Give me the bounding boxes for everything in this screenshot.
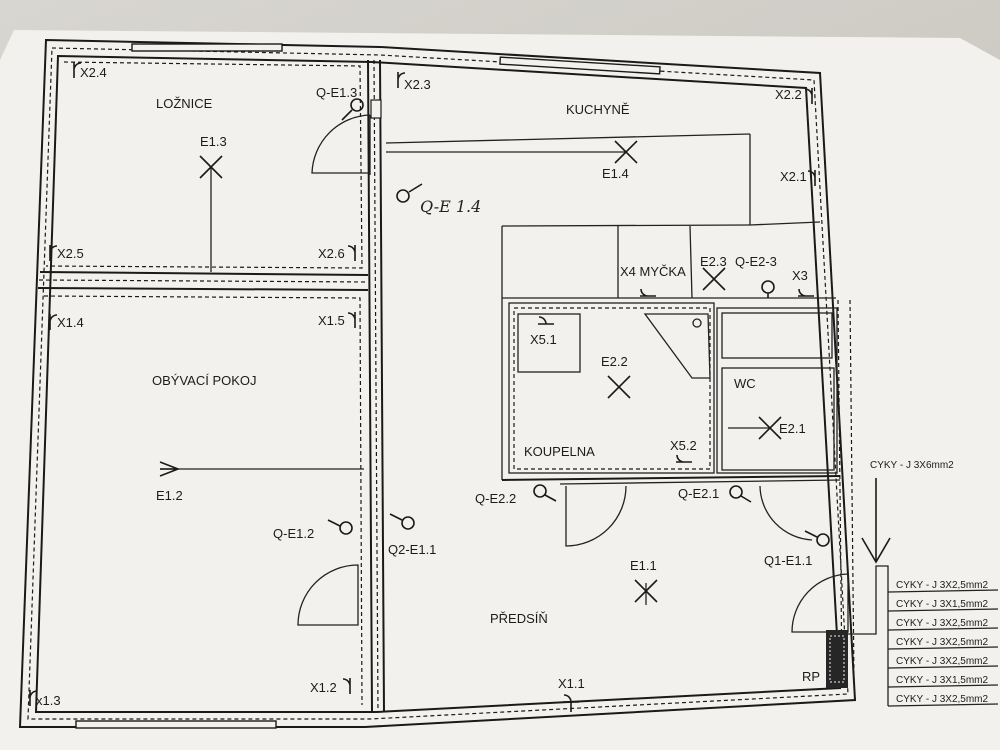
room-loznice: LOŽNICE	[156, 96, 213, 111]
socket-x52-label: X5.2	[670, 438, 697, 453]
socket-x24-icon	[73, 62, 82, 78]
cable-list: CYKY - J 3X2,5mm2 CYKY - J 3X1,5mm2 CYKY…	[896, 580, 989, 705]
windows	[75, 43, 661, 729]
socket-x11-label: X1.1	[558, 676, 585, 691]
socket-x23-icon	[397, 72, 406, 88]
socket-x4-label: X4 MYČKA	[620, 264, 686, 279]
socket-x51-icon	[538, 316, 554, 325]
socket-x26-label: X2.6	[318, 246, 345, 261]
socket-x22-label: X2.2	[775, 87, 802, 102]
socket-x13-label: x1.3	[36, 693, 61, 708]
switch-qe22-icon	[533, 484, 557, 502]
cable-list-grid	[887, 589, 999, 707]
socket-x14-label: X1.4	[57, 315, 84, 330]
switch-qe12-icon	[327, 519, 353, 535]
light-e22-icon	[607, 375, 631, 399]
socket-x24-label: X2.4	[80, 65, 107, 80]
switch-qe14-label: Q-E 1.4	[420, 197, 481, 216]
cable-label: CYKY - J 3X2,5mm2	[896, 637, 989, 648]
switch-q2e11-icon	[389, 513, 415, 530]
socket-x3-label: X3	[792, 268, 808, 283]
switch-qe23-icon	[761, 280, 775, 298]
socket-x12-icon	[342, 678, 351, 694]
switches	[327, 98, 830, 547]
light-e13-label: E1.3	[200, 134, 227, 149]
socket-x26-icon	[347, 245, 356, 261]
room-wc: WC	[734, 376, 756, 391]
switch-qe21-label: Q-E2.1	[678, 486, 719, 501]
switch-qe21-icon	[729, 485, 752, 503]
switch-qe13-label: Q-E1.3	[316, 85, 357, 100]
room-obyvaci: OBÝVACÍ POKOJ	[152, 373, 257, 388]
sockets	[29, 62, 816, 712]
socket-x4-icon	[640, 288, 656, 297]
switch-qe22-label: Q-E2.2	[475, 491, 516, 506]
cable-label: CYKY - J 3X2,5mm2	[896, 618, 989, 629]
socket-x23-label: X2.3	[404, 77, 431, 92]
light-e11-icon	[634, 579, 658, 603]
light-e12-icon	[159, 461, 181, 477]
socket-x14-icon	[49, 314, 58, 330]
cable-label: CYKY - J 3X1,5mm2	[896, 599, 989, 610]
socket-x15-icon	[347, 312, 356, 328]
socket-x12-label: X1.2	[310, 680, 337, 695]
cable-label: CYKY - J 3X2,5mm2	[896, 580, 989, 591]
socket-x21-label: X2.1	[780, 169, 807, 184]
socket-x52-icon	[676, 454, 692, 463]
light-fixtures	[159, 140, 782, 603]
light-e14-label: E1.4	[602, 166, 629, 181]
socket-x3-icon	[798, 288, 814, 297]
socket-x21-icon	[807, 170, 816, 186]
room-koupelna: KOUPELNA	[524, 444, 595, 459]
light-e21-label: E2.1	[779, 421, 806, 436]
socket-x25-icon	[49, 245, 58, 261]
switch-qe12-label: Q-E1.2	[273, 526, 314, 541]
socket-x22-icon	[804, 88, 813, 104]
switch-q1e11-label: Q1-E1.1	[764, 553, 812, 568]
cable-label: CYKY - J 3X2,5mm2	[896, 656, 989, 667]
panel-label: RP	[802, 669, 820, 684]
socket-x15-label: X1.5	[318, 313, 345, 328]
room-kuchyne: KUCHYNĚ	[566, 102, 630, 117]
socket-x25-label: X2.5	[57, 246, 84, 261]
switch-qe23-label: Q-E2-3	[735, 254, 777, 269]
cable-label: CYKY - J 3X1,5mm2	[896, 675, 989, 686]
doors	[297, 99, 849, 633]
switch-q2e11-label: Q2-E1.1	[388, 542, 436, 557]
light-e13-icon	[199, 155, 223, 179]
wiring	[160, 151, 891, 706]
light-e21-icon	[758, 416, 782, 440]
distribution-board-icon	[826, 630, 848, 688]
light-e14-icon	[614, 140, 638, 164]
socket-x13-icon	[29, 690, 38, 706]
light-e11-label: E1.1	[630, 558, 657, 573]
paper-sheet	[0, 30, 1000, 750]
light-e23-icon	[702, 267, 726, 291]
switch-q1e11-icon	[804, 530, 830, 547]
light-e22-label: E2.2	[601, 354, 628, 369]
light-e23-label: E2.3	[700, 254, 727, 269]
interior-walls	[37, 59, 855, 713]
socket-x51-label: X5.1	[530, 332, 557, 347]
light-e12-label: E1.2	[156, 488, 183, 503]
switch-qe13-icon	[341, 98, 364, 121]
switch-qe14-icon	[396, 183, 423, 203]
socket-x11-icon	[563, 694, 579, 712]
cable-label: CYKY - J 3X2,5mm2	[896, 694, 989, 705]
room-predsin: PŘEDSÍŇ	[490, 611, 548, 626]
supply-cable-label: CYKY - J 3X6mm2	[870, 460, 954, 471]
